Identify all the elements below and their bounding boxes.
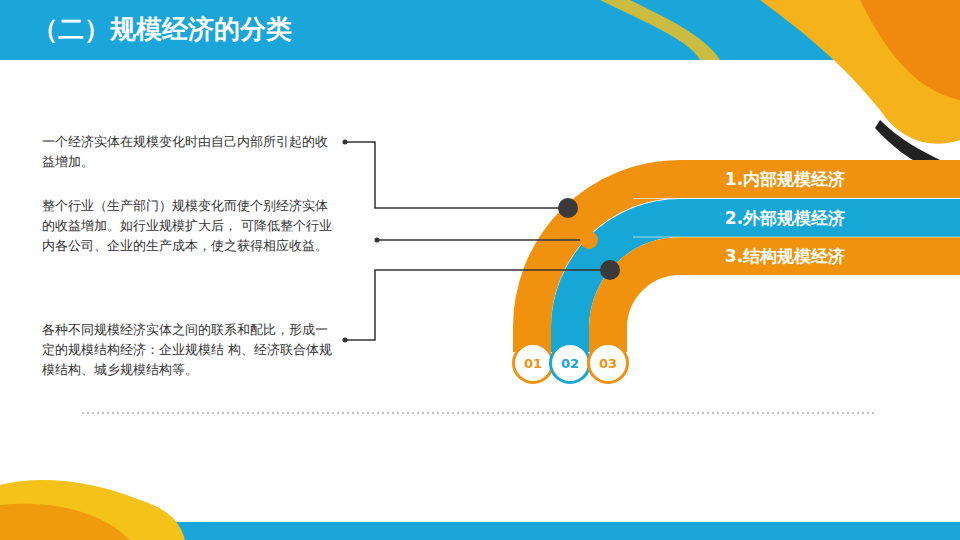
description-text: 整个行业（生产部门）规模变化而使个别经济实体的收益增加。如行业规模扩大后， 可降…: [42, 196, 334, 256]
band-label: 3.结构规模经济: [725, 245, 845, 268]
paint-splash: [860, 0, 960, 100]
leader-line: [345, 142, 562, 208]
paint-splash: [600, 0, 720, 60]
leader-lines: [345, 142, 602, 340]
description-text: 一个经济实体在规模变化时由自己内部所引起的收益增加。: [42, 132, 334, 172]
leader-line: [377, 239, 582, 241]
band-divider: [633, 198, 960, 199]
band-label: 1.内部规模经济: [725, 168, 845, 191]
leader-dot: [375, 238, 380, 243]
marker-dot: [558, 198, 578, 218]
category-band: 1.内部规模经济: [640, 161, 930, 198]
category-band: 3.结构规模经济: [640, 238, 930, 274]
number-circle: 03: [587, 342, 629, 384]
number-circle: 02: [549, 342, 591, 384]
band-label: 2.外部规模经济: [725, 207, 845, 230]
callout-number: 03: [599, 356, 617, 371]
band-divider: [633, 237, 960, 238]
number-circle: 01: [512, 342, 554, 384]
slide-title: （二）规模经济的分类: [32, 12, 292, 47]
category-band: 2.外部规模经济: [640, 200, 930, 237]
paint-splash: [0, 480, 185, 540]
marker-dot: [580, 231, 598, 249]
description-text: 各种不同规模经济实体之间的联系和配比，形成一定的规模结构经济：企业规模结 构、经…: [42, 320, 334, 380]
pipe: [570, 218, 960, 352]
pipe: [532, 179, 960, 352]
callout-number: 02: [561, 356, 579, 371]
pipe: [608, 256, 960, 352]
dotted-divider: [82, 412, 876, 414]
paint-splash: [0, 504, 130, 540]
leader-line: [345, 270, 602, 340]
leader-dot: [343, 338, 348, 343]
callout-number: 01: [524, 356, 542, 371]
paint-splash: [760, 0, 960, 144]
marker-dot: [600, 260, 620, 280]
leader-dot: [343, 140, 348, 145]
